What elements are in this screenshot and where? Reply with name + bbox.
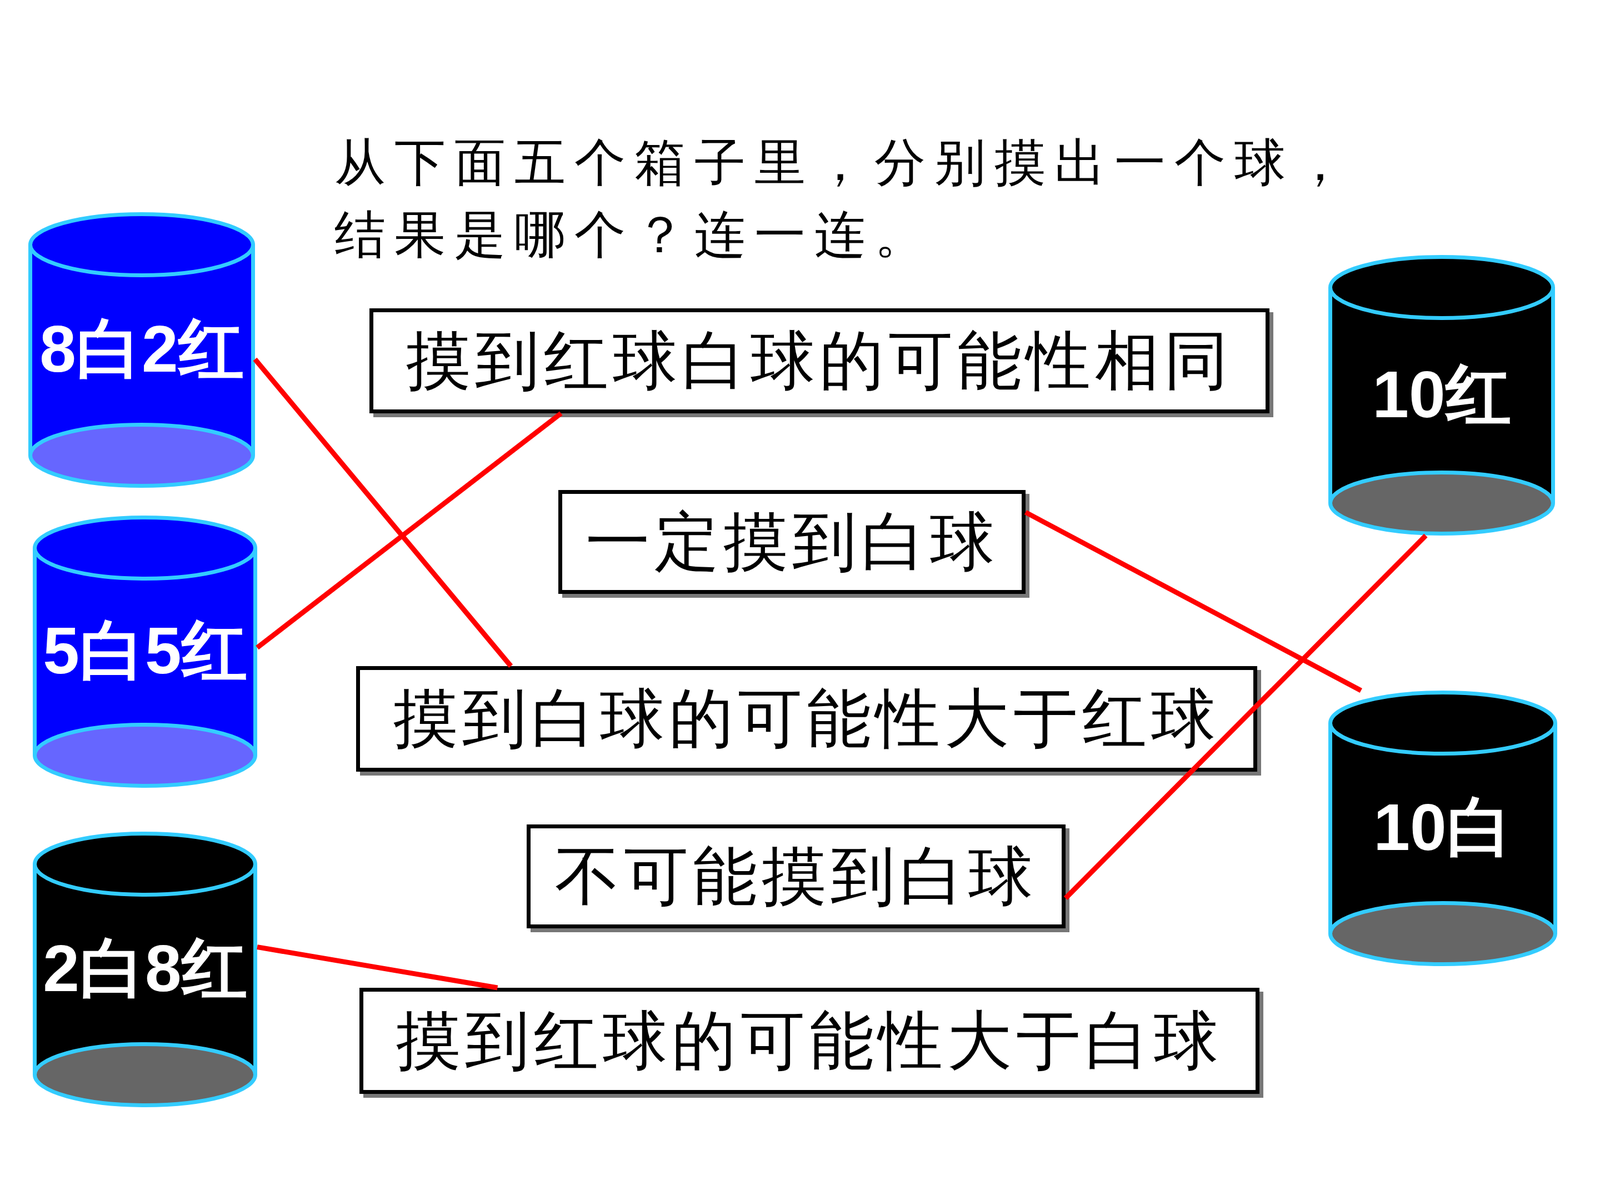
box-contents: 10红 <box>1372 351 1511 440</box>
cylinder-base <box>35 725 256 787</box>
cylinder-top <box>35 517 256 579</box>
match-line <box>257 413 562 648</box>
box-contents: 10白 <box>1373 783 1512 873</box>
cylinder-top <box>35 833 256 895</box>
cylinder-side <box>253 548 258 756</box>
result-text: 摸到白球的可能性大于红球 <box>393 675 1220 763</box>
cylinder-side <box>253 864 258 1075</box>
result-box: 一定摸到白球 <box>558 490 1026 594</box>
ball-box: 2白8红 <box>32 831 258 1108</box>
cylinder-side <box>1551 287 1555 504</box>
result-box: 不可能摸到白球 <box>526 824 1066 929</box>
result-box: 摸到红球白球的可能性相同 <box>369 308 1270 414</box>
cylinder-side <box>251 245 255 456</box>
match-line <box>1065 535 1426 899</box>
match-line <box>1025 512 1362 691</box>
cylinder-base <box>1330 903 1556 965</box>
ball-box: 5白5红 <box>32 515 258 788</box>
result-box: 摸到白球的可能性大于红球 <box>356 666 1258 772</box>
result-text: 一定摸到白球 <box>585 498 999 586</box>
ball-box: 10白 <box>1328 690 1558 967</box>
cylinder-side <box>1328 287 1333 504</box>
cylinder-top <box>1330 257 1554 319</box>
cylinder-top <box>1330 692 1556 754</box>
cylinder-side <box>1553 723 1558 934</box>
cylinder-side <box>28 245 33 456</box>
title-text: 从下面五个箱子里，分别摸出一个球，结果是哪个？连一连。 <box>334 126 1363 272</box>
box-contents: 2白8红 <box>42 925 247 1014</box>
match-line <box>255 359 512 667</box>
result-text: 不可能摸到白球 <box>555 833 1038 920</box>
result-box: 摸到红球的可能性大于白球 <box>359 987 1260 1094</box>
cylinder-base <box>1330 472 1554 534</box>
cylinder-side <box>32 548 37 756</box>
match-line <box>257 947 498 988</box>
cylinder-base <box>35 1044 256 1106</box>
ball-box: 10红 <box>1328 255 1555 536</box>
box-contents: 5白5红 <box>42 607 247 697</box>
box-contents: 8白2红 <box>39 305 244 395</box>
cylinder-base <box>30 425 254 487</box>
cylinder-top <box>30 214 254 276</box>
cylinder-side <box>32 864 37 1075</box>
ball-box: 8白2红 <box>28 212 255 488</box>
result-text: 摸到红球的可能性大于白球 <box>396 997 1223 1085</box>
cylinder-side <box>1328 723 1333 934</box>
result-text: 摸到红球白球的可能性相同 <box>406 317 1233 405</box>
